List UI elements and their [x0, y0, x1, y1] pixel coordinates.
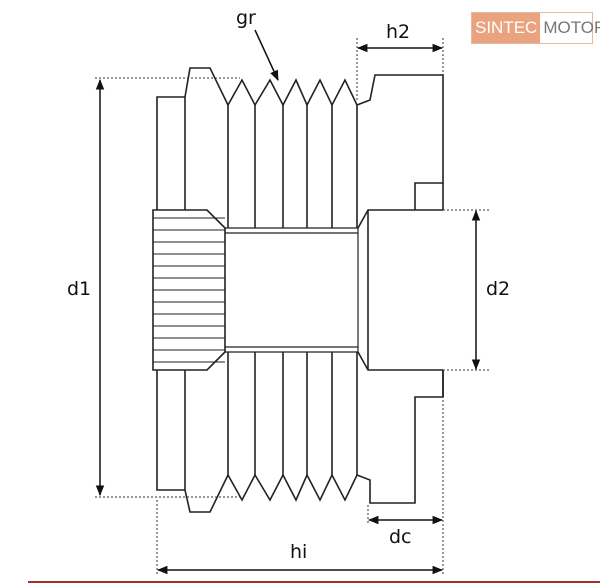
- label-gr: gr: [236, 7, 256, 29]
- label-dc: dc: [389, 526, 412, 548]
- pulley-outline: [152, 67, 444, 513]
- extension-lines: [95, 38, 490, 575]
- dimension-lines: [95, 29, 481, 575]
- label-h2: h2: [386, 21, 410, 43]
- gr-arrow: [254, 29, 279, 81]
- label-d1: d1: [67, 278, 91, 300]
- logo-part-1: SINTEC: [472, 13, 541, 43]
- logo-part-2: MOTORS: [543, 18, 600, 37]
- label-hi: hi: [290, 541, 307, 563]
- brand-logo: SINTEC MOTORS: [471, 12, 600, 44]
- label-d2: d2: [486, 278, 510, 300]
